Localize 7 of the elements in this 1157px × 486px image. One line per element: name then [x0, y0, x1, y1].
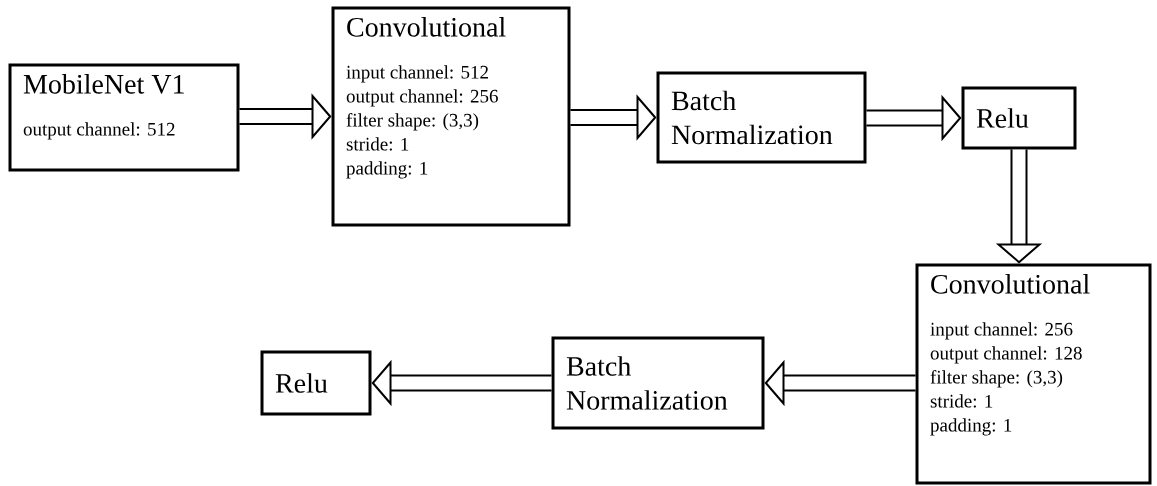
process-box: Batch Normalization — [656, 71, 867, 164]
process-box: MobileNet V1 output channel: 512 — [8, 63, 240, 172]
process-box: Relu — [260, 350, 372, 416]
process-box: Batch Normalization — [551, 336, 765, 430]
process-box: Relu — [961, 86, 1077, 150]
process-box: Convolutional input channel: 512 output channel: 256 filter shape: (3,3) stride: 1 padding: 1 — [331, 6, 571, 227]
process-box: Convolutional input channel: 256 output channel: 128 filter shape: (3,3) stride: 1 padding: 1 — [915, 263, 1152, 485]
